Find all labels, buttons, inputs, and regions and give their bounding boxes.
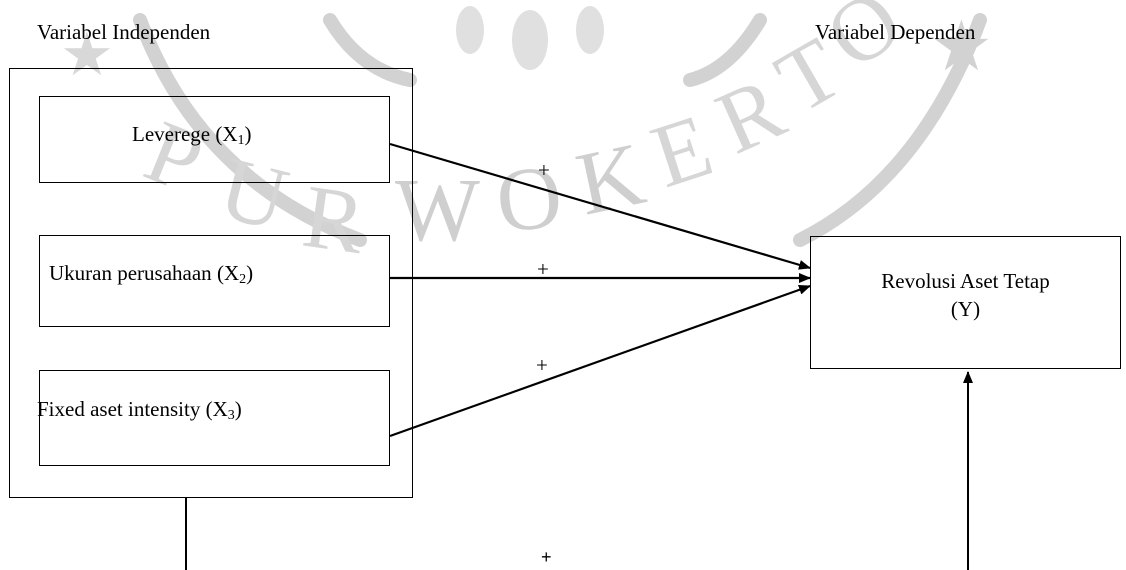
svg-text:★: ★ bbox=[60, 22, 114, 88]
sign-x2: + bbox=[537, 257, 549, 281]
variable-label-x1: Leverege (X1) bbox=[132, 122, 252, 148]
svg-text:★: ★ bbox=[930, 9, 993, 86]
dependent-title: Revolusi Aset Tetap bbox=[881, 269, 1050, 293]
sign-x3: + bbox=[536, 353, 548, 377]
variable-box-x1 bbox=[39, 96, 390, 183]
dependent-box-y bbox=[810, 236, 1121, 369]
dependent-heading: Variabel Dependen bbox=[815, 20, 976, 44]
svg-text:R: R bbox=[297, 167, 370, 273]
dependent-symbol: (Y) bbox=[950, 297, 981, 321]
arrow-x3-to-y bbox=[389, 284, 811, 438]
variable-label-x3: Fixed aset intensity (X3) bbox=[37, 397, 242, 423]
independent-group-box bbox=[9, 68, 413, 498]
sign-x1: + bbox=[538, 158, 550, 182]
independent-heading: Variabel Independen bbox=[37, 20, 211, 44]
svg-text:O: O bbox=[492, 147, 567, 252]
arrow-x1-to-y bbox=[389, 142, 811, 270]
variable-box-x2 bbox=[39, 235, 390, 327]
variable-label-x2: Ukuran perusahaan (X2) bbox=[49, 261, 254, 287]
variable-box-x3 bbox=[39, 370, 390, 466]
svg-text:W: W bbox=[395, 161, 480, 260]
sign-simultaneous: + bbox=[541, 547, 552, 567]
